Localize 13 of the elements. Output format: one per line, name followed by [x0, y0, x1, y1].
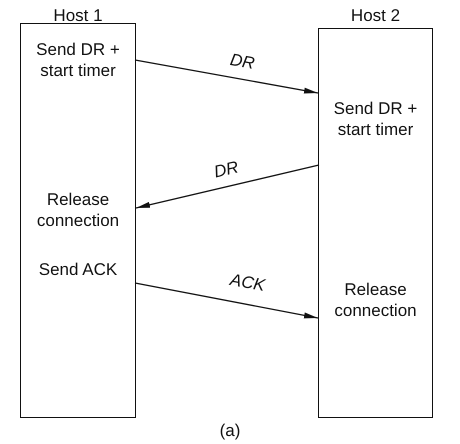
caption: (a) — [220, 421, 240, 440]
host-timeline-box — [318, 28, 433, 418]
arrow — [134, 282, 318, 319]
host-heading: Host 1 — [52, 6, 104, 26]
step-text: Release connection — [319, 279, 432, 321]
host-heading: Host 2 — [350, 6, 402, 26]
arrow — [136, 164, 320, 209]
arrow — [134, 59, 318, 94]
host-timeline-box — [20, 23, 136, 418]
step-text: Send ACK — [21, 259, 135, 280]
step-text: Send DR + start timer — [319, 98, 432, 140]
step-text: Release connection — [21, 189, 135, 231]
step-text: Send DR + start timer — [21, 39, 135, 81]
